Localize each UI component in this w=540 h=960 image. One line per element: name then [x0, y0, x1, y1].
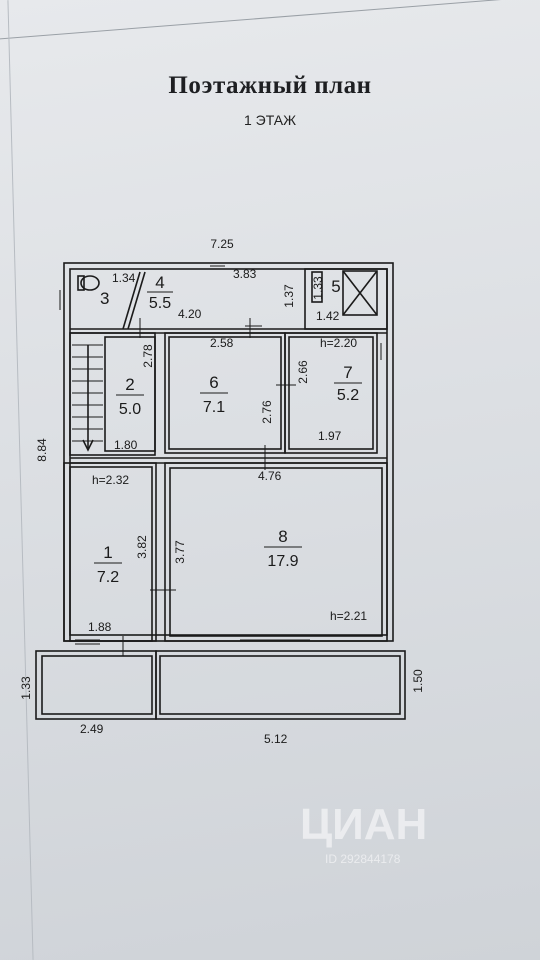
room-7-walls: [284, 332, 378, 454]
dim-r5-height2: 1.33: [311, 276, 325, 300]
room-5-fixture: [342, 270, 378, 316]
floor-label: 1 ЭТАЖ: [243, 112, 297, 128]
room-5-walls: [304, 268, 388, 330]
r3-r4-divider: [122, 271, 141, 330]
room-1-number: 1: [103, 543, 112, 562]
dim-porch-width: 2.49: [80, 722, 104, 736]
dim-terrace-height: 1.50: [411, 669, 425, 693]
dim-corridor-width: 4.20: [178, 307, 202, 321]
room-8-walls: [164, 462, 388, 642]
room-8-number: 8: [278, 527, 287, 546]
dim-overall-height: 8.84: [35, 438, 49, 462]
windows: [59, 265, 382, 645]
porch: [35, 650, 157, 720]
dim-porch-height: 1.33: [19, 676, 33, 700]
room-5-number: 5: [331, 277, 340, 296]
room-3-number: 3: [100, 289, 109, 308]
dim-r7-height: 2.66: [296, 360, 310, 384]
cian-watermark-id: ID 292844178: [325, 852, 401, 866]
room-4-number: 4: [155, 273, 164, 292]
dim-r1-width: 1.88: [88, 620, 112, 634]
cian-watermark-logo: ЦИАН: [300, 800, 428, 849]
dim-overall-width: 7.25: [210, 237, 234, 251]
ceiling-r8: h=2.21: [330, 609, 367, 623]
dim-r8-width: 4.76: [258, 469, 282, 483]
dim-r1-height: 3.82: [135, 535, 149, 559]
ceiling-r7: h=2.20: [320, 336, 357, 350]
room-6-area: 7.1: [203, 399, 225, 416]
dim-terrace-width: 5.12: [264, 732, 288, 746]
ceiling-r1: h=2.32: [92, 473, 129, 487]
dim-r3-width: 1.34: [112, 271, 136, 285]
dim-r8-height: 3.77: [173, 540, 187, 564]
dim-r4-width: 3.83: [233, 267, 257, 281]
room-1-area: 7.2: [97, 569, 119, 586]
dim-r2-height: 2.78: [141, 344, 155, 368]
room-2-area: 5.0: [119, 401, 141, 418]
room-6-number: 6: [209, 373, 218, 392]
dim-r7-width: 1.97: [318, 429, 342, 443]
plan-title: Поэтажный план: [168, 72, 372, 99]
room-5-radiator: [311, 271, 323, 303]
toilet-fixture: [80, 275, 100, 291]
dim-r5-width: 1.42: [316, 309, 340, 323]
terrace: [155, 650, 406, 720]
room-2-inner: [104, 336, 156, 452]
room-7-number: 7: [343, 363, 352, 382]
room-7-area: 5.2: [337, 387, 359, 404]
dim-r6-width: 2.58: [210, 336, 234, 350]
dim-r2-width: 1.80: [114, 438, 138, 452]
dim-r5-height: 1.37: [282, 284, 296, 308]
room-2-number: 2: [125, 375, 134, 394]
room-8-area: 17.9: [267, 553, 298, 570]
door-marks: [122, 318, 296, 656]
dim-r6-height: 2.76: [260, 400, 274, 424]
room-4-area: 5.5: [149, 295, 171, 312]
